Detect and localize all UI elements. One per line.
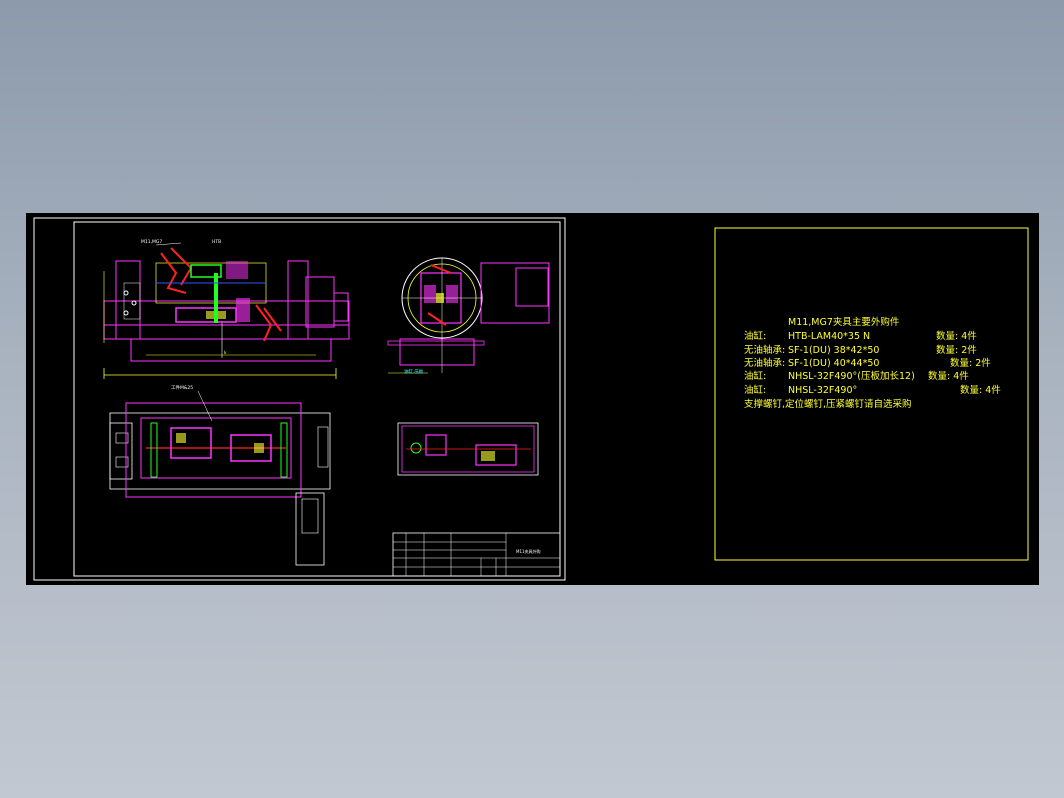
callout-side: 油缸 压板	[404, 368, 424, 375]
callout-top-left: M11,MG7	[141, 239, 162, 245]
part-name-3: 无油轴承:	[744, 357, 785, 369]
side-view: 油缸 压板	[387, 257, 550, 375]
title-block: M11夹具外购	[392, 532, 561, 577]
part-qty-3: 数量: 2件	[950, 357, 991, 369]
part-spec-1: HTB-LAM40*35 N	[788, 331, 870, 342]
callout-top-mid: HTB	[212, 239, 221, 245]
part-name-2: 无油轴承:	[744, 344, 785, 356]
title-block-name: M11夹具外购	[516, 548, 541, 554]
part-name-1: 油缸:	[744, 330, 766, 342]
part-name-4: 油缸:	[744, 370, 766, 382]
part-qty-1: 数量: 4件	[936, 330, 977, 342]
callout-plan: 工件M&25	[171, 384, 193, 391]
parts-list-title: M11,MG7夹具主要外购件	[788, 316, 900, 328]
parts-list: M11,MG7夹具主要外购件 油缸: HTB-LAM40*35 N 数量: 4件…	[744, 316, 1001, 410]
part-qty-5: 数量: 4件	[960, 384, 1001, 396]
part-qty-4: 数量: 4件	[928, 370, 969, 382]
sheet-inner-frame	[73, 221, 561, 577]
part-spec-5: NHSL-32F490°	[788, 385, 857, 396]
cad-drawing: M11,MG7 HTB k 油缸 压板	[33, 217, 1029, 581]
part-name-5: 油缸:	[744, 384, 766, 396]
parts-note: 支撑螺钉,定位螺钉,压紧螺钉请自选采购	[744, 398, 912, 410]
sheet-outer-frame	[33, 217, 566, 581]
part-spec-4: NHSL-32F490°(压板加长12)	[788, 370, 915, 382]
front-view: M11,MG7 HTB k	[103, 239, 350, 379]
plan-view: 工件M&25	[109, 384, 331, 566]
cad-viewport[interactable]: M11,MG7 HTB k 油缸 压板	[26, 213, 1039, 585]
part-spec-3: SF-1(DU) 40*44*50	[788, 358, 879, 369]
parts-list-frame	[714, 227, 1029, 561]
part-qty-2: 数量: 2件	[936, 344, 977, 356]
part-spec-2: SF-1(DU) 38*42*50	[788, 345, 879, 356]
dimension-label: k	[224, 350, 227, 356]
plan-view-right	[397, 422, 539, 476]
